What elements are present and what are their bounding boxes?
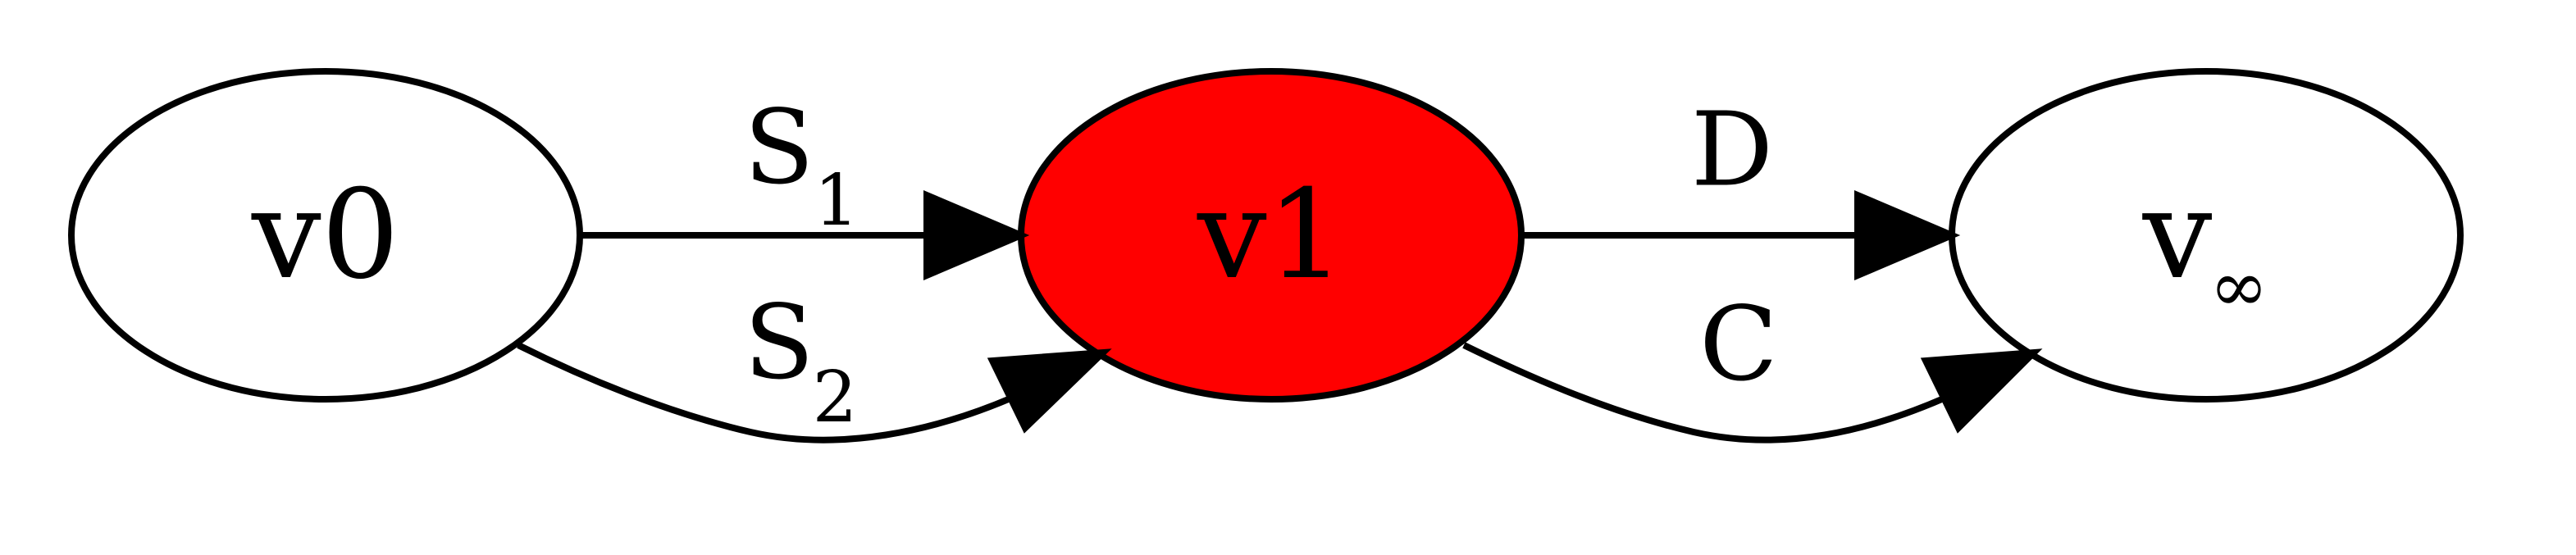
node-vinf-label: v [2142, 164, 2213, 307]
edge-v1-vinf-bottom: C [1462, 285, 2043, 444]
edge-v1-vinf-bottom-curve [1462, 342, 1945, 444]
node-vinf: v ∞ [1949, 68, 2464, 403]
edge-v0-v1-bottom-arrowhead [987, 348, 1112, 434]
edge-v0-v1-bottom-subscript: 2 [813, 357, 858, 439]
edge-v1-vinf-top: D [1521, 91, 1961, 281]
edge-v0-v1-bottom: S 2 [517, 284, 1112, 444]
edge-v0-v1-bottom-label: S [744, 284, 814, 403]
edge-v1-vinf-top-arrowhead [1854, 189, 1961, 281]
edge-v1-vinf-bottom-arrowhead [1920, 348, 2043, 434]
edge-v0-v1-top-arrowhead [923, 189, 1030, 281]
edge-v0-v1-bottom-curve [517, 342, 1012, 444]
node-v1-label: v1 [1197, 164, 1345, 307]
edge-v0-v1-top-subscript: 1 [814, 160, 859, 242]
edge-v0-v1-top: S 1 [580, 89, 1030, 281]
node-vinf-subscript: ∞ [2209, 246, 2268, 328]
node-v0: v0 [68, 68, 583, 403]
edge-v0-v1-top-label: S [744, 89, 814, 207]
edge-v1-vinf-bottom-label: C [1699, 285, 1778, 404]
node-v0-label: v0 [251, 164, 399, 307]
edge-v1-vinf-top-label: D [1691, 91, 1773, 210]
